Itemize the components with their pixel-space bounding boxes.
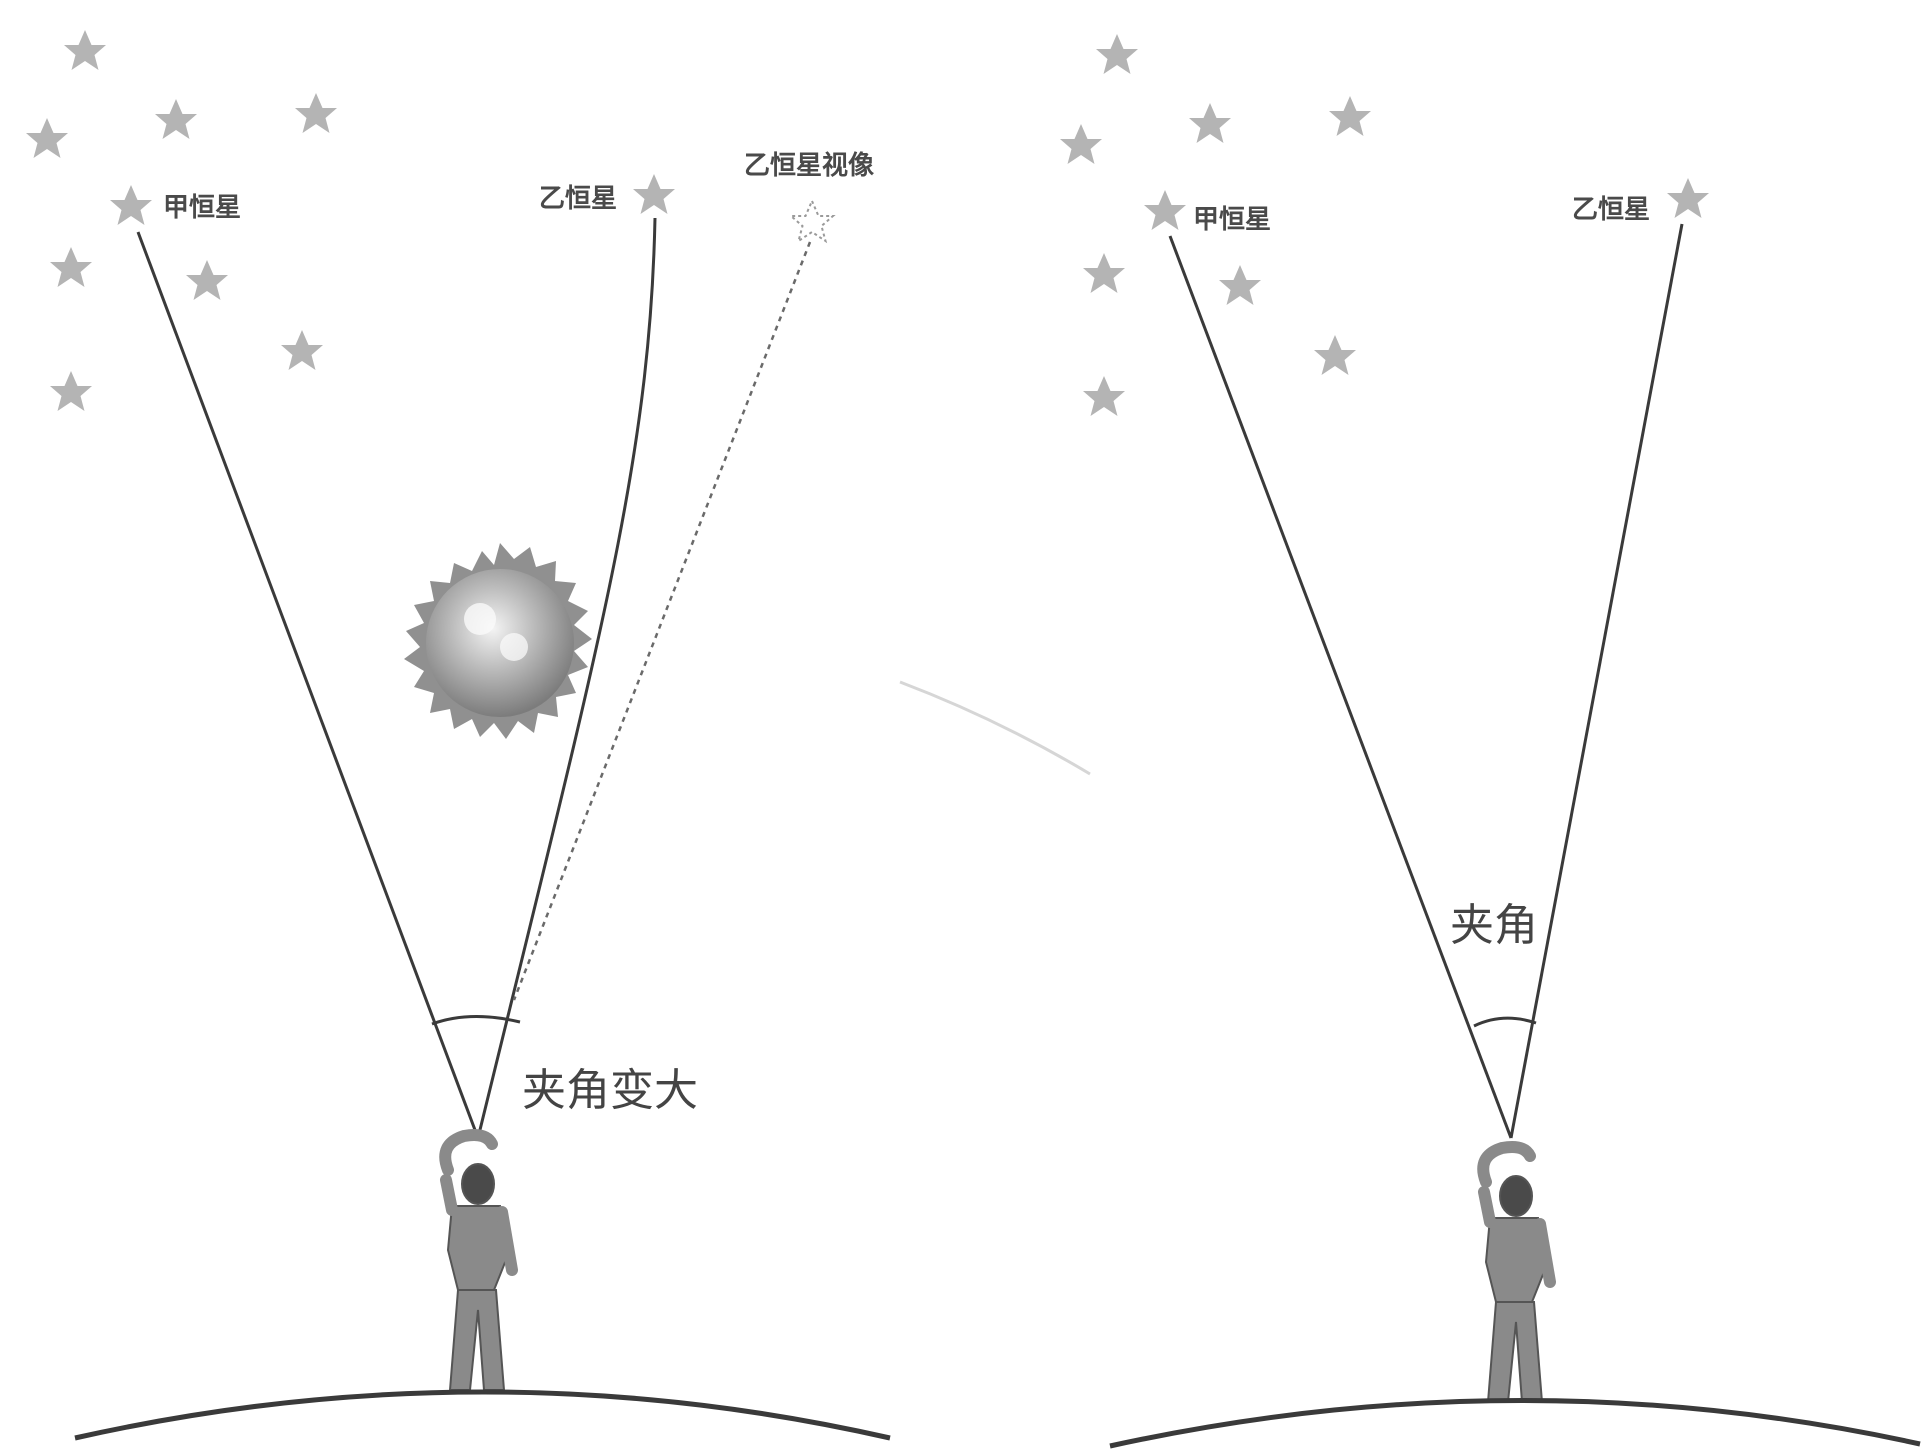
- right-star-b-label: 乙恒星: [1572, 195, 1650, 225]
- left-angle-label: 夹角变大: [522, 1065, 698, 1116]
- star-b-image-icon: [790, 200, 834, 242]
- star-icon: [1083, 376, 1125, 416]
- star-b-icon: [1667, 178, 1709, 218]
- right-star-a-label: 甲恒星: [1193, 205, 1271, 235]
- star-a-icon: [1144, 190, 1186, 230]
- right-angle-arc: [1473, 1016, 1537, 1028]
- star-icon: [281, 330, 323, 370]
- observer-figure-icon: [1477, 1141, 1556, 1403]
- right-angle-label: 夹角: [1450, 900, 1538, 951]
- right-panel: 甲恒星 乙恒星 夹角: [1060, 34, 1921, 1449]
- star-a-icon: [110, 185, 152, 225]
- star-icon: [64, 30, 106, 70]
- star-icon: [295, 93, 337, 133]
- star-icon: [1189, 103, 1231, 143]
- left-star-b-label: 乙恒星: [539, 184, 617, 214]
- star-icon: [1314, 335, 1356, 375]
- sight-line-star-b: [1509, 223, 1684, 1139]
- left-star-a-label: 甲恒星: [163, 193, 241, 223]
- sight-line-star-a: [136, 231, 480, 1139]
- left-star-b-image-label: 乙恒星视像: [744, 151, 875, 181]
- star-icon: [50, 371, 92, 411]
- star-icon: [1083, 253, 1125, 293]
- star-icon: [155, 99, 197, 139]
- sight-line-star-a: [1168, 235, 1513, 1139]
- star-icon: [186, 260, 228, 300]
- right-horizon-curve: [1109, 1398, 1921, 1449]
- star-icon: [1219, 265, 1261, 305]
- star-icon: [26, 118, 68, 158]
- left-angle-arc: [431, 1015, 521, 1026]
- bent-light-path-star-b: [476, 217, 657, 1139]
- sun-icon: [404, 543, 592, 739]
- observer-figure-icon: [439, 1129, 518, 1391]
- divider-smudge: [899, 680, 1091, 776]
- left-horizon-curve: [74, 1389, 891, 1441]
- left-panel: 甲恒星 乙恒星 乙恒星视像 夹角变大: [26, 30, 891, 1441]
- star-icon: [1329, 96, 1371, 136]
- star-icon: [1096, 34, 1138, 74]
- star-b-icon: [633, 174, 675, 214]
- star-icon: [50, 247, 92, 287]
- star-icon: [1060, 124, 1102, 164]
